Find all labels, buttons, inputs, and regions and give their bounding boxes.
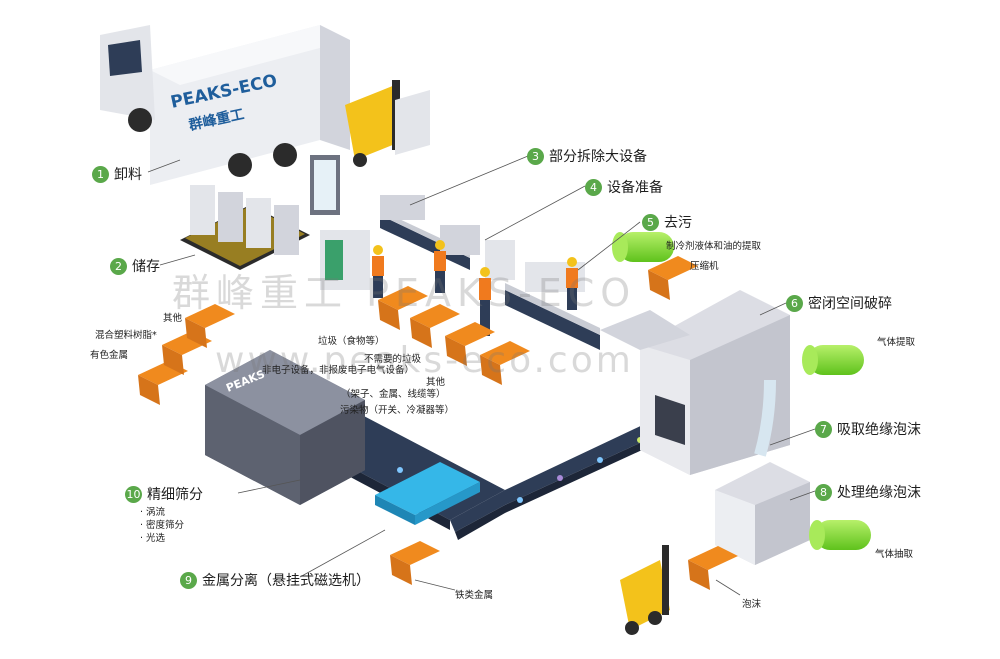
forklift-bottom [620, 545, 670, 635]
step-label: 卸料 [114, 167, 142, 183]
shredder-enclosure [600, 290, 790, 475]
leader-lines [147, 155, 816, 596]
step-label: 密闭空间破碎 [808, 296, 892, 312]
step-number-badge: 9 [180, 571, 197, 589]
forklift-top [345, 80, 430, 167]
step-2: 2 储存 [110, 256, 160, 276]
collection-crates [138, 256, 738, 590]
label-garbage: 垃圾（食物等） [318, 336, 385, 347]
screening-method-density: · 密度筛分 [140, 520, 185, 531]
step-4: 4 设备准备 [585, 177, 663, 197]
screening-method-optical: · 光选 [140, 533, 166, 544]
step-number-badge: 7 [815, 420, 832, 438]
screening-method-eddy: · 涡流 [140, 507, 166, 518]
step-label: 储存 [132, 259, 160, 275]
screening-methods: · 涡流 · 密度筛分 · 光选 [140, 506, 184, 545]
magnetic-separator [375, 462, 480, 525]
label-mixed-plastic: 混合塑料树脂* [95, 330, 157, 341]
label-nonferrous: 有色金属 [90, 350, 129, 361]
delivery-truck: PEAKS-ECO 群峰重工 [100, 25, 350, 185]
step-number-badge: 10 [125, 485, 142, 503]
label-other-mid: 其他 [426, 377, 446, 388]
step-9: 9 金属分离（悬挂式磁选机） [180, 570, 370, 590]
fine-screening-machine: PEAKS [205, 350, 365, 505]
step-number-badge: 2 [110, 257, 127, 275]
workers [372, 240, 578, 336]
step-label: 处理绝缘泡沫 [837, 485, 921, 501]
foam-processor [715, 379, 810, 565]
step-8: 8 处理绝缘泡沫 [815, 482, 921, 502]
step-label: 去污 [664, 215, 692, 231]
step-number-badge: 3 [527, 147, 544, 165]
step-1: 1 卸料 [92, 164, 142, 184]
label-non-electronic: 非电子设备，非报废电子电气设备） [262, 365, 415, 376]
label-other-mid-detail: （架子、金属、线缆等） [341, 389, 446, 400]
gas-tanks [612, 232, 871, 550]
step-5: 5 去污 [642, 212, 692, 232]
step-7: 7 吸取绝缘泡沫 [815, 419, 921, 439]
label-gas-extraction-2: 气体抽取 [875, 549, 914, 560]
label-gas-extraction-1: 气体提取 [877, 337, 916, 348]
step-6: 6 密闭空间破碎 [786, 293, 892, 313]
dismantling-stations [320, 195, 585, 292]
label-unneeded-garbage: 不需要的垃圾 [364, 354, 422, 365]
step-10: 10 精细筛分 [125, 484, 203, 504]
label-refrigerant: 制冷剂液体和油的提取 [666, 241, 762, 252]
step-number-badge: 8 [815, 483, 832, 501]
step-label: 部分拆除大设备 [549, 149, 647, 165]
step-label: 金属分离（悬挂式磁选机） [202, 573, 370, 589]
step-number-badge: 5 [642, 213, 659, 231]
label-ferrous: 铁类金属 [455, 590, 494, 601]
label-foam: 泡沫 [742, 599, 762, 610]
step-number-badge: 4 [585, 178, 602, 196]
step-label: 设备准备 [607, 180, 663, 196]
label-pollutants: 污染物（开关、冷凝器等） [340, 405, 455, 416]
step-label: 吸取绝缘泡沫 [837, 422, 921, 438]
step-label: 精细筛分 [147, 487, 203, 503]
label-other-top: 其他 [163, 313, 183, 324]
step-3: 3 部分拆除大设备 [527, 146, 647, 166]
step-number-badge: 6 [786, 294, 803, 312]
storage-area [180, 155, 340, 270]
step-number-badge: 1 [92, 165, 109, 183]
label-compressor: 压缩机 [690, 261, 719, 272]
